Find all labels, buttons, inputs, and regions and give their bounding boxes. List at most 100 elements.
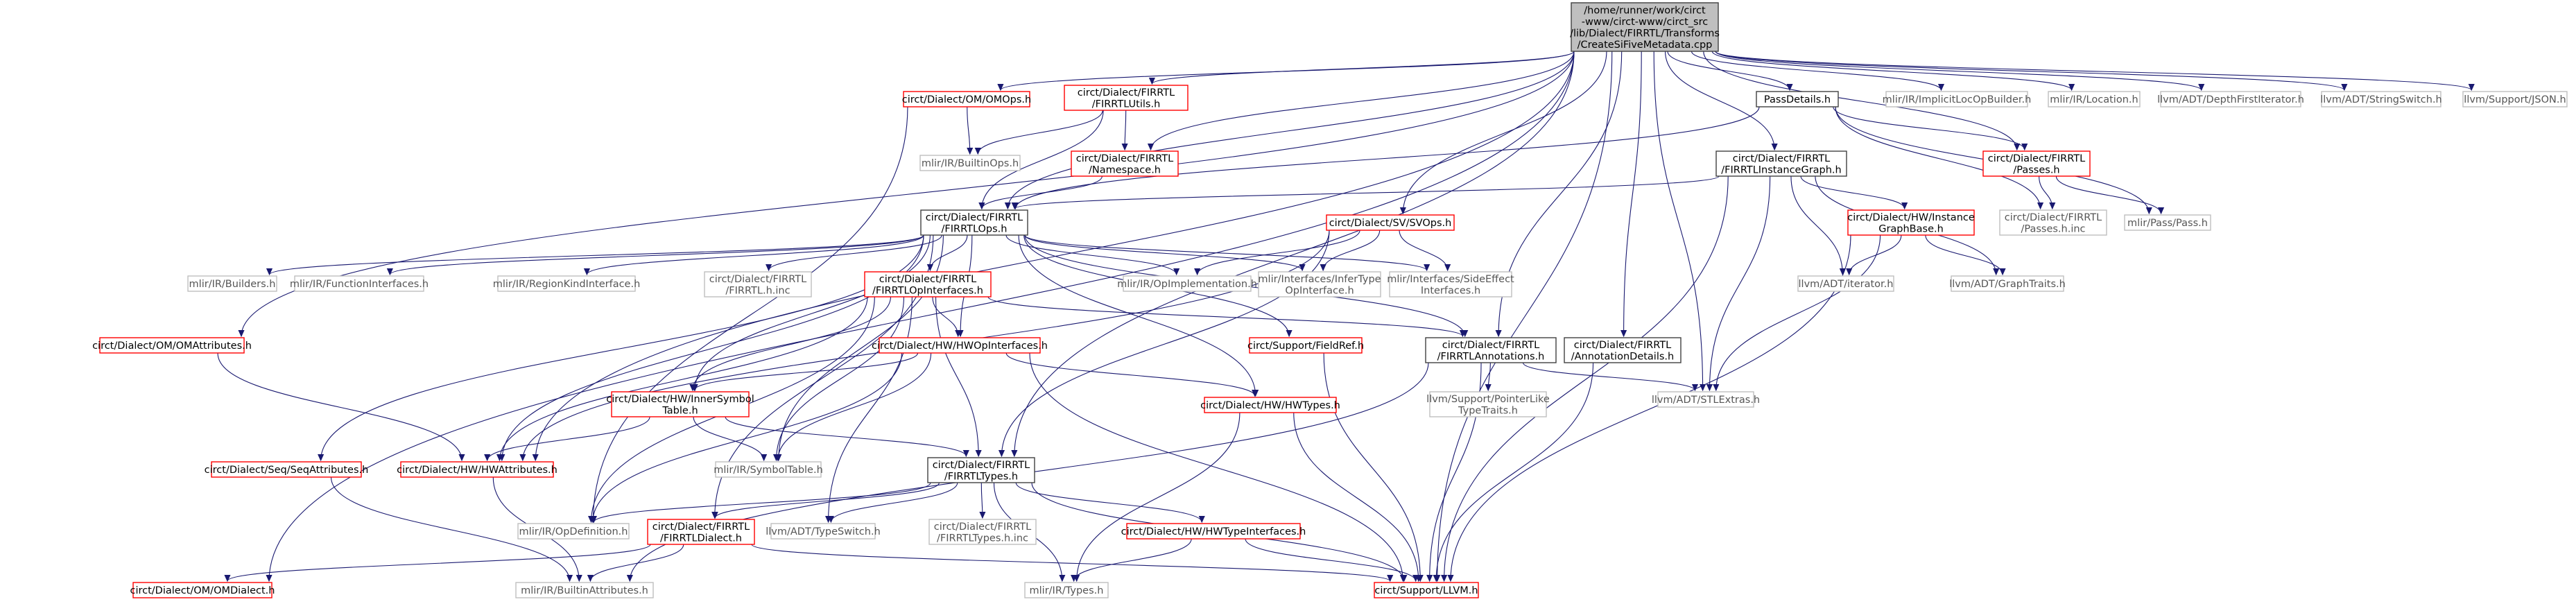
node-box bbox=[517, 523, 630, 540]
edge-hw_instance_graph_base-to-support_llvm bbox=[1451, 234, 1851, 581]
edge-firrtl_types-to-firrtl_dialect bbox=[715, 482, 940, 518]
edge-root-to-support_llvm bbox=[1437, 51, 1613, 581]
node-firrtl-dialect[interactable]: circt/Dialect/FIRRTL/FIRRTLDialect.h bbox=[647, 519, 755, 545]
dependency-nodes: /home/runner/work/circt-www/circt-www/ci… bbox=[92, 2, 2568, 598]
node-label-line: circt/Dialect/FIRRTL bbox=[1733, 153, 1830, 164]
node-hw-types[interactable]: circt/Dialect/HW/HWTypes.h bbox=[1200, 397, 1340, 413]
node-box bbox=[1715, 150, 1847, 177]
node-builtin-attributes: mlir/IR/BuiltinAttributes.h bbox=[515, 582, 654, 598]
node-box bbox=[1797, 275, 1894, 292]
node-box bbox=[920, 209, 1028, 236]
node-label-line: circt/Dialect/FIRRTL bbox=[1076, 153, 1173, 164]
edge-instance_graph-to-stl_extras bbox=[1709, 175, 1771, 390]
node-sv-ops[interactable]: circt/Dialect/SV/SVOps.h bbox=[1326, 214, 1455, 231]
edge-root-to-depth_first bbox=[1715, 51, 2202, 90]
node-om-ops[interactable]: circt/Dialect/OM/OMOps.h bbox=[902, 91, 1031, 107]
node-om-dialect[interactable]: circt/Dialect/OM/OMDialect.h bbox=[130, 582, 275, 598]
node-firrtl-utils[interactable]: circt/Dialect/FIRRTL/FIRRTLUtils.h bbox=[1064, 85, 1188, 111]
node-label-line: /FIRRTLTypes.h.inc bbox=[937, 533, 1028, 544]
node-label-line: /FIRRTLDialect.h bbox=[660, 533, 742, 544]
node-box bbox=[647, 519, 755, 545]
edge-firrtl_utils-to-builtin_ops bbox=[978, 110, 1103, 154]
node-label-line: GraphBase.h bbox=[1878, 223, 1944, 234]
node-ir-types: mlir/IR/Types.h bbox=[1024, 582, 1109, 598]
node-label-line: llvm/ADT/iterator.h bbox=[1799, 279, 1894, 290]
node-box bbox=[2160, 91, 2301, 107]
edge-sv_ops-to-op_implementation bbox=[1198, 230, 1360, 275]
node-firrtl-op-interfaces[interactable]: circt/Dialect/FIRRTL/FIRRTLOpInterfaces.… bbox=[864, 271, 992, 297]
node-box bbox=[1982, 150, 2091, 177]
node-label-line: mlir/IR/Builders.h bbox=[189, 279, 276, 290]
edge-field_ref-to-support_llvm bbox=[1323, 352, 1420, 581]
node-instance-graph[interactable]: circt/Dialect/FIRRTL/FIRRTLInstanceGraph… bbox=[1715, 150, 1847, 177]
node-box bbox=[927, 457, 1035, 483]
node-graph-traits: llvm/ADT/GraphTraits.h bbox=[1949, 275, 2066, 292]
node-box bbox=[497, 275, 636, 292]
edge-hw_instance_graph_base-to-graph_traits bbox=[1925, 234, 2003, 275]
node-label-line: circt/Dialect/Seq/SeqAttributes.h bbox=[205, 465, 369, 476]
node-box bbox=[715, 461, 822, 478]
edge-root-to-json bbox=[1715, 51, 2471, 90]
edge-root-to-annotation_details bbox=[1624, 51, 1642, 336]
node-hw-type-interfaces[interactable]: circt/Dialect/HW/HWTypeInterfaces.h bbox=[1121, 523, 1306, 540]
edge-root-to-location bbox=[1711, 51, 2071, 90]
node-label-line: circt/Dialect/OM/OMDialect.h bbox=[130, 585, 275, 596]
node-box bbox=[1564, 337, 1682, 363]
edge-root-to-instance_graph bbox=[1665, 51, 1775, 150]
node-box bbox=[211, 461, 362, 478]
node-box bbox=[1389, 271, 1512, 297]
edge-firrtl_op_interfaces-to-firrtl_annotations bbox=[987, 296, 1462, 336]
node-support-llvm[interactable]: circt/Support/LLVM.h bbox=[1374, 582, 1479, 598]
node-seq-attributes[interactable]: circt/Dialect/Seq/SeqAttributes.h bbox=[205, 461, 369, 478]
edge-firrtl_op_interfaces-to-symbol_table bbox=[777, 296, 905, 460]
edge-pass_details-to-firrtl_ops bbox=[1015, 106, 1760, 209]
node-label-line: circt/Support/LLVM.h bbox=[1374, 585, 1478, 596]
node-box bbox=[1249, 337, 1363, 354]
node-label-line: circt/Dialect/FIRRTL bbox=[709, 274, 806, 285]
edge-root-to-hw_attributes bbox=[535, 51, 1575, 460]
edge-firrtl_annotations-to-stl_extras bbox=[1522, 362, 1695, 390]
node-label-line: circt/Dialect/HW/InnerSymbol bbox=[606, 394, 754, 405]
node-field-ref[interactable]: circt/Support/FieldRef.h bbox=[1247, 337, 1364, 354]
edge-firrtl_annotations-to-pointer_like bbox=[1488, 362, 1490, 390]
node-hw-attributes[interactable]: circt/Dialect/HW/HWAttributes.h bbox=[397, 461, 557, 478]
node-firrtl-types[interactable]: circt/Dialect/FIRRTL/FIRRTLTypes.h bbox=[927, 457, 1035, 483]
node-label-line: Interfaces.h bbox=[1421, 285, 1480, 296]
node-om-attributes[interactable]: circt/Dialect/OM/OMAttributes.h bbox=[92, 337, 252, 354]
node-label-line: mlir/Pass/Pass.h bbox=[2127, 218, 2208, 229]
edge-seq_attributes-to-builtin_attributes bbox=[330, 476, 570, 581]
node-label-line: llvm/ADT/StringSwitch.h bbox=[2320, 94, 2442, 105]
node-label-line: circt/Dialect/FIRRTL bbox=[926, 212, 1023, 223]
edge-firrtl_ops-to-function_interfaces bbox=[390, 234, 924, 275]
node-label-line: PassDetails.h bbox=[1764, 94, 1831, 105]
node-passes[interactable]: circt/Dialect/FIRRTL/Passes.h bbox=[1982, 150, 2091, 177]
node-label-line: mlir/IR/RegionKindInterface.h bbox=[493, 279, 641, 290]
node-label-line: /FIRRTLTypes.h bbox=[944, 471, 1018, 482]
node-box bbox=[1847, 209, 1975, 236]
edge-pass_details-to-passes bbox=[1833, 106, 2025, 150]
edge-firrtl_ops-to-inner_symbol_table bbox=[695, 234, 931, 390]
node-pass-details[interactable]: PassDetails.h bbox=[1756, 91, 1839, 107]
node-op-implementation: mlir/IR/OpImplementation.h bbox=[1117, 275, 1257, 292]
node-firrtl-annotations[interactable]: circt/Dialect/FIRRTL/FIRRTLAnnotations.h bbox=[1425, 337, 1557, 363]
node-box bbox=[2321, 91, 2441, 107]
edge-firrtl_ops-to-hw_attributes bbox=[502, 234, 924, 460]
node-hw-op-interfaces[interactable]: circt/Dialect/HW/HWOpInterfaces.h bbox=[872, 337, 1048, 354]
node-box bbox=[611, 391, 750, 417]
edge-instance_graph-to-support_llvm bbox=[1444, 175, 1729, 581]
node-box bbox=[187, 275, 277, 292]
node-namespace[interactable]: circt/Dialect/FIRRTL/Namespace.h bbox=[1071, 150, 1179, 177]
edge-firrtl_ops-to-hw_types bbox=[1018, 234, 1256, 396]
node-box bbox=[1064, 85, 1188, 111]
node-firrtl-ops[interactable]: circt/Dialect/FIRRTL/FIRRTLOps.h bbox=[920, 209, 1028, 236]
edge-passes-to-passes_inc bbox=[2039, 175, 2052, 209]
edge-firrtl_dialect-to-om_dialect bbox=[227, 544, 651, 581]
node-op-definition: mlir/IR/OpDefinition.h bbox=[517, 523, 630, 540]
edge-root-to-firrtl_types bbox=[1014, 51, 1575, 456]
node-label-line: mlir/IR/BuiltinOps.h bbox=[922, 158, 1019, 169]
node-annotation-details[interactable]: circt/Dialect/FIRRTL/AnnotationDetails.h bbox=[1564, 337, 1682, 363]
